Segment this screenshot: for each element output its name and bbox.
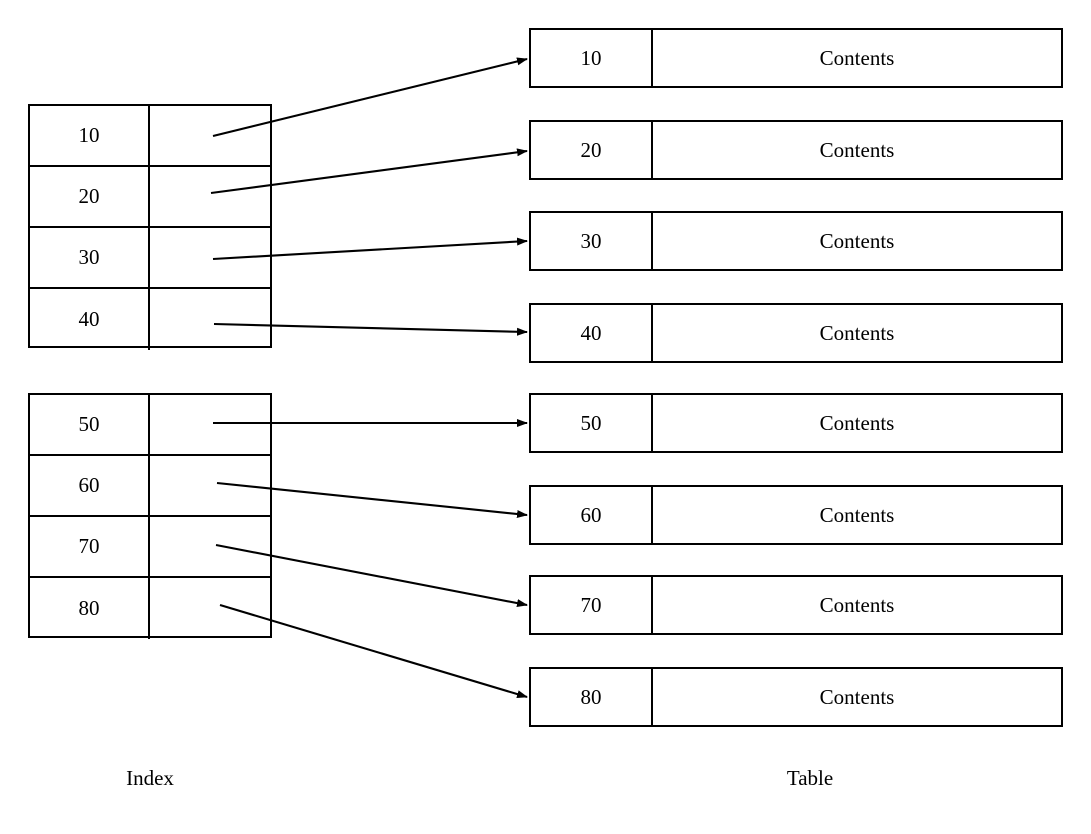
- table-row[interactable]: 30 Contents: [529, 211, 1063, 271]
- table-key-cell: 20: [531, 122, 653, 178]
- index-row[interactable]: 20: [30, 167, 270, 228]
- table-key-cell: 40: [531, 305, 653, 361]
- table-row[interactable]: 60 Contents: [529, 485, 1063, 545]
- table-caption: Table: [786, 766, 834, 790]
- table-row[interactable]: 20 Contents: [529, 120, 1063, 180]
- table-row[interactable]: 40 Contents: [529, 303, 1063, 363]
- table-contents-cell: Contents: [819, 228, 895, 253]
- table-key-cell: 30: [531, 213, 653, 269]
- table-contents-cell: Contents: [819, 502, 895, 527]
- index-row[interactable]: 50: [30, 395, 270, 456]
- index-block-2: 50 60 70 80: [28, 393, 272, 639]
- index-row[interactable]: 60: [30, 456, 270, 517]
- table-contents-cell: Contents: [819, 320, 895, 345]
- index-key-cell: 70: [30, 517, 150, 576]
- index-pointer-cell: [150, 167, 270, 226]
- index-pointer-cell: [150, 517, 270, 576]
- index-pointer-cell: [150, 395, 270, 454]
- table-key-cell: 70: [531, 577, 653, 633]
- table-contents-cell: Contents: [819, 410, 895, 435]
- index-pointer-cell: [150, 289, 270, 350]
- index-pointer-cell: [150, 228, 270, 287]
- index-row[interactable]: 70: [30, 517, 270, 578]
- index-key-cell: 30: [30, 228, 150, 287]
- index-row[interactable]: 40: [30, 289, 270, 350]
- table-contents-cell: Contents: [819, 45, 895, 70]
- index-pointer-cell: [150, 456, 270, 515]
- index-pointer-cell: [150, 578, 270, 639]
- table-contents-cell: Contents: [819, 592, 895, 617]
- index-row[interactable]: 30: [30, 228, 270, 289]
- index-key-cell: 50: [30, 395, 150, 454]
- index-key-cell: 10: [30, 106, 150, 165]
- index-row[interactable]: 10: [30, 106, 270, 167]
- index-block-1: 10 20 30 40: [28, 104, 272, 350]
- table-contents-cell: Contents: [819, 137, 895, 162]
- table-key-cell: 80: [531, 669, 653, 725]
- table-key-cell: 10: [531, 30, 653, 86]
- table-contents-cell: Contents: [819, 684, 895, 709]
- index-row[interactable]: 80: [30, 578, 270, 639]
- index-key-cell: 20: [30, 167, 150, 226]
- index-key-cell: 80: [30, 578, 150, 639]
- index-caption: Index: [126, 766, 174, 790]
- index-key-cell: 40: [30, 289, 150, 350]
- table-key-cell: 50: [531, 395, 653, 451]
- table-row[interactable]: 10 Contents: [529, 28, 1063, 88]
- table-row[interactable]: 80 Contents: [529, 667, 1063, 727]
- table-key-cell: 60: [531, 487, 653, 543]
- table-row[interactable]: 50 Contents: [529, 393, 1063, 453]
- index-pointer-cell: [150, 106, 270, 165]
- index-key-cell: 60: [30, 456, 150, 515]
- table-row[interactable]: 70 Contents: [529, 575, 1063, 635]
